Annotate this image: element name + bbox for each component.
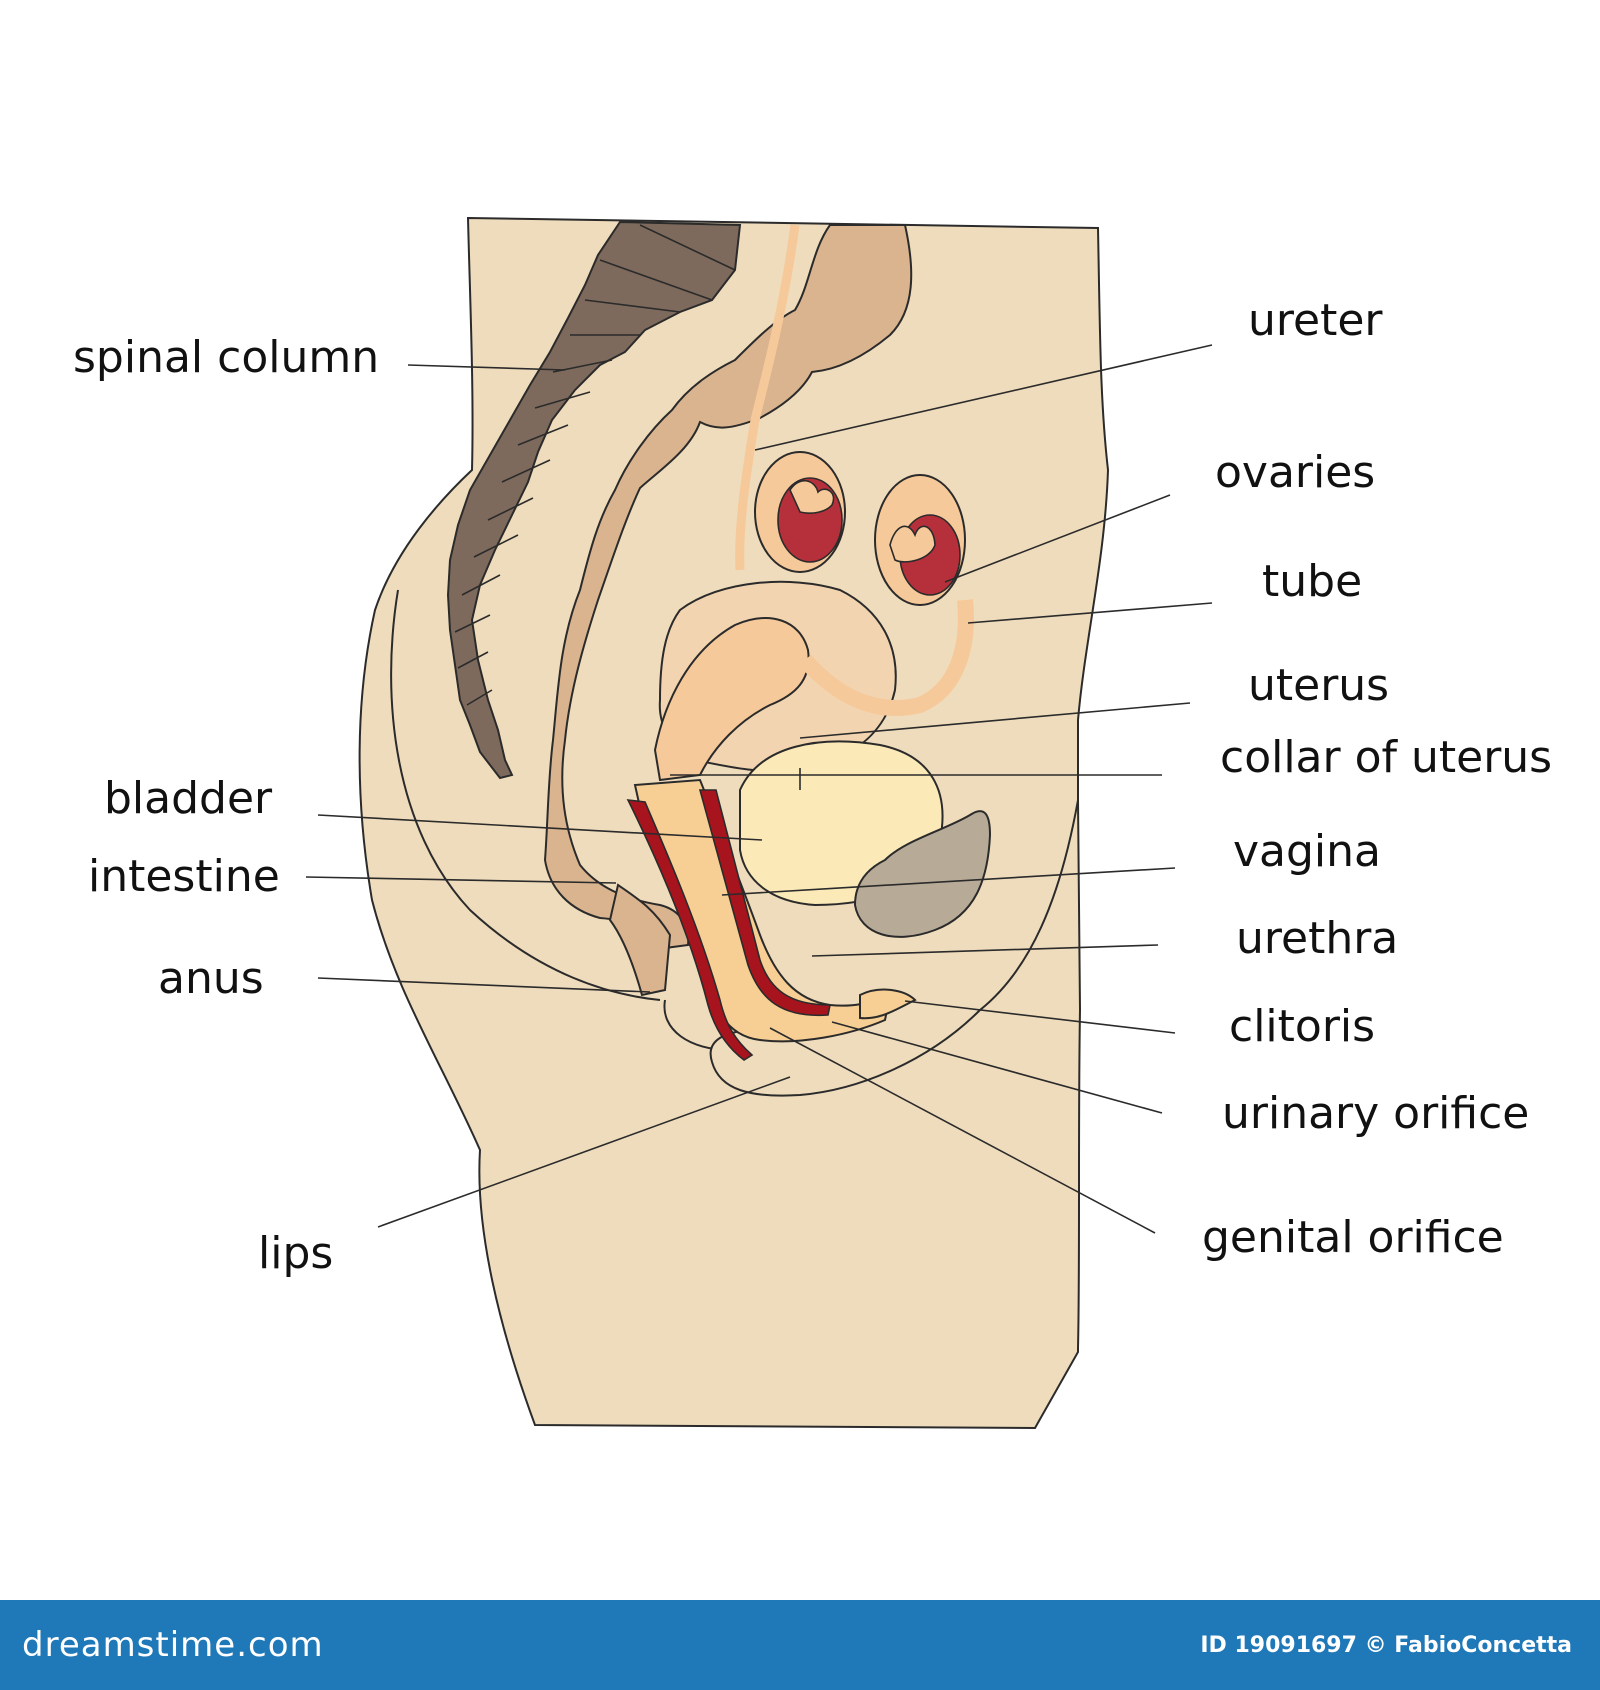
label-ureter: ureter <box>1248 295 1383 346</box>
rectum <box>608 883 672 997</box>
leader-ovaries <box>944 494 1171 583</box>
footer-brand: dreamstime.com <box>22 1625 324 1665</box>
leader-intestine <box>305 876 617 884</box>
spine-segment-lines <box>454 224 736 706</box>
vulva <box>859 988 917 1020</box>
label-lips: lips <box>258 1228 333 1279</box>
leader-bladder <box>317 814 763 841</box>
leader-urinary-orifice <box>831 1021 1163 1114</box>
pubic-bone <box>853 810 992 938</box>
fimbria-right <box>889 525 936 563</box>
leader-genital-orifice <box>769 1027 1156 1234</box>
spinal-column <box>446 220 742 780</box>
label-uterus: uterus <box>1248 660 1389 711</box>
label-intestine: intestine <box>88 851 280 902</box>
vaginal-canal <box>626 778 892 1061</box>
label-ovaries: ovaries <box>1215 447 1375 498</box>
labels: spinal column bladder intestine anus lip… <box>73 295 1552 1279</box>
fimbria-left <box>789 480 835 514</box>
urethra-red <box>698 789 831 1017</box>
ovaries <box>754 451 966 606</box>
spine-vertebrae <box>446 220 742 780</box>
footer-bar: dreamstime.com ID 19091697 © FabioConcet… <box>0 1600 1600 1690</box>
label-genital-orifice: genital orifice <box>1202 1212 1504 1263</box>
leader-clitoris <box>904 1000 1176 1034</box>
leader-urethra <box>811 944 1159 957</box>
label-bladder: bladder <box>104 773 273 824</box>
leader-spinal-column <box>407 364 566 371</box>
label-clitoris: clitoris <box>1229 1001 1375 1052</box>
leader-lines <box>305 344 1213 1234</box>
footer-credit: ID 19091697 © FabioConcetta <box>1200 1632 1572 1658</box>
leader-anus <box>317 977 651 993</box>
buttock-curve <box>390 589 661 1001</box>
vagina-red-wall <box>626 799 754 1061</box>
label-spinal-column: spinal column <box>73 332 379 383</box>
leader-lips <box>377 1076 791 1228</box>
label-tube: tube <box>1262 556 1362 607</box>
leader-ureter <box>754 344 1213 451</box>
uterine-cavity <box>653 617 810 782</box>
label-urethra: urethra <box>1236 913 1398 964</box>
label-urinary-orifice: urinary orifice <box>1222 1088 1529 1139</box>
leader-vagina <box>721 867 1176 896</box>
anatomy-diagram: spinal column bladder intestine anus lip… <box>73 216 1552 1430</box>
fallopian-tube <box>798 599 974 716</box>
label-anus: anus <box>158 953 264 1004</box>
label-vagina: vagina <box>1233 826 1381 877</box>
label-collar-of-uterus: collar of uterus <box>1220 732 1552 783</box>
leader-tube <box>967 602 1213 624</box>
leader-uterus <box>799 702 1191 739</box>
ureter <box>735 224 800 571</box>
